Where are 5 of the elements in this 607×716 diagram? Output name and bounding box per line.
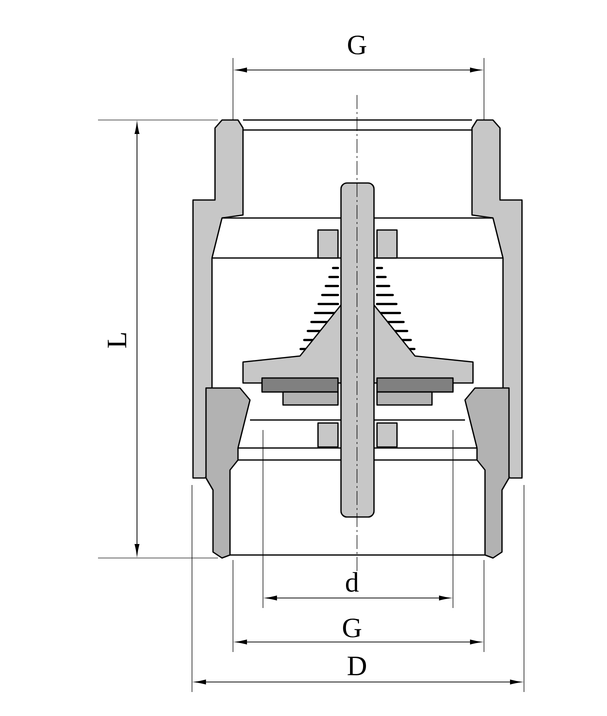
dimension-label: G — [343, 618, 362, 638]
dimension-label: d — [346, 572, 359, 592]
dimension-label: L — [108, 333, 126, 348]
dimension-label: D — [348, 656, 366, 676]
dimension-label: G — [348, 36, 366, 54]
